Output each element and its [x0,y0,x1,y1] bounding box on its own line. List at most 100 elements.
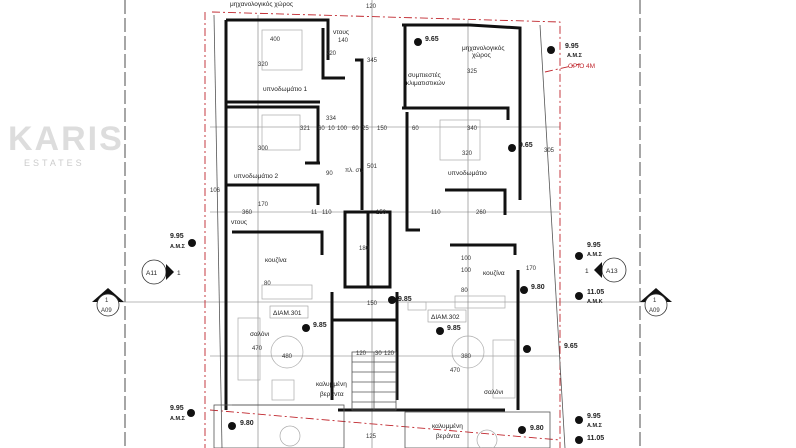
ams-text: Α.Μ.Σ [567,53,583,59]
l1105-r-text: 11.05 [587,289,604,296]
d150b-text: 150 [376,210,387,216]
d80b-text: 80 [461,288,468,294]
l995-bl-text: 9.95 [170,405,184,412]
room-kitchen-right: κουζίνα [483,269,505,277]
l965-b-text: 9.65 [519,142,533,149]
d180-text: 180 [359,246,370,252]
d100c-text: 100 [461,268,472,274]
room-living-left: σαλόνι [250,330,270,338]
a09-left-num-text: 1 [105,298,109,304]
mech-right-2-text: χώρος [472,51,491,59]
a11-num-text: 1 [177,270,181,277]
a09-right-text: A09 [649,308,660,314]
d170-text: 170 [258,202,269,208]
l995-l-text: 9.95 [170,233,184,240]
room-living-right: σαλόνι [484,388,504,396]
l980-bl-text: 9.80 [240,420,254,427]
ams-text: Α.Μ.Σ [587,423,603,429]
section-marker-a09-right[interactable]: 1 A09 [640,288,672,317]
room-shower-left: ντους [231,219,247,226]
a13-num-text: 1 [585,268,589,275]
d320b-text: 320 [462,151,473,157]
d120b-text: 120 [384,351,395,357]
d220-text: 220 [326,51,337,57]
d120top-text: 120 [366,4,377,10]
ams-text: Α.Μ.Σ [170,416,186,422]
room-mech-top: μηχανολογικός χώρος [230,0,293,8]
d80a-text: 80 [264,281,271,287]
d305-text: 305 [544,148,555,154]
d90-text: 90 [326,171,333,177]
l985-left-text: 9.85 [313,322,327,329]
d321-text: 321 [300,126,311,132]
ams-text: Α.Μ.Σ [170,244,186,250]
l965-c-text: 9.65 [564,343,578,350]
l980-r-text: 9.80 [531,284,545,291]
room-shower-top: ντους [333,29,349,36]
d110a-text: 110 [322,210,332,216]
amk-text: Α.Μ.Κ [587,299,603,305]
l965-a-text: 9.65 [425,36,439,43]
room-bedroom-right: υπνοδωμάτιο [448,169,487,177]
d360-text: 360 [242,210,253,216]
room-veranda-right: καλυμμένη [432,422,463,430]
d25-text: 25 [362,126,369,132]
d11-text: 11 [311,210,318,216]
d30-text: 30 [375,351,382,357]
room-kitchen-left: κουζίνα [265,256,287,264]
section-marker-a09-left[interactable]: 1 A09 [92,288,124,317]
d10-text: 10 [328,126,335,132]
d260-text: 260 [476,210,487,216]
d125-text: 125 [366,434,377,440]
apartment-301-label: ΔΙΑΜ.301 [273,310,302,317]
d345-text: 345 [367,58,378,64]
watermark-sub: ESTATES [24,158,85,168]
room-storage: πλ. στ. [345,168,364,174]
limit-label: ΟΡΙΟ 4Μ [568,63,595,70]
ams-text: Α.Μ.Σ [587,252,603,258]
d110b-text: 110 [431,210,441,216]
dimensions: 400 140 220 320 345 325 321 60 10 100 60… [210,4,555,440]
d120a-text: 120 [356,351,367,357]
d470a-text: 470 [252,346,263,352]
d106-text: 106 [210,188,221,194]
d150a-text: 150 [377,126,388,132]
d380-text: 380 [461,354,472,360]
d100b-text: 100 [461,256,472,262]
watermark: KARIS [8,120,124,158]
room-veranda-left: καλυμμένη [316,380,347,388]
l980-br-text: 9.80 [530,425,544,432]
a09-right-num-text: 1 [653,298,657,304]
d140-text: 140 [338,38,349,44]
walls [213,18,551,448]
d60c-text: 60 [412,126,419,132]
property-boundary [204,11,581,448]
veranda-right-2-text: βεράντα [436,432,460,440]
veranda-left-2-text: βεράντα [320,390,344,398]
section-marker-a11[interactable]: A11 1 [141,259,181,285]
d400-text: 400 [270,37,281,43]
section-marker-a13[interactable]: A13 1 [585,257,627,283]
d300-text: 300 [258,146,269,152]
room-bedroom-2: υπνοδωμάτιο 2 [234,172,279,180]
d470b-text: 470 [450,368,461,374]
label-compressors: συμπιεστές [408,71,441,79]
level-labels: 9.65 9.95 Α.Μ.Σ 9.65 9.95 Α.Μ.Σ 9.95 Α.Μ… [170,36,604,442]
d334-text: 334 [326,116,337,122]
d501-text: 501 [367,164,378,170]
level-markers [187,38,583,444]
furniture [237,29,516,448]
d150c-text: 150 [367,301,378,307]
a09-left-text: A09 [101,308,112,314]
d60b-text: 60 [352,126,359,132]
apartment-302-label: ΔΙΑΜ.302 [431,314,460,321]
l985-core-text: 9.85 [398,296,412,303]
d325-text: 325 [467,69,478,75]
d480-text: 480 [282,354,293,360]
d320a-text: 320 [258,62,269,68]
d100a-text: 100 [337,126,348,132]
d340-text: 340 [467,126,478,132]
l995-r-text: 9.95 [587,242,601,249]
compressors-2-text: κλιματιστικών [406,79,445,87]
